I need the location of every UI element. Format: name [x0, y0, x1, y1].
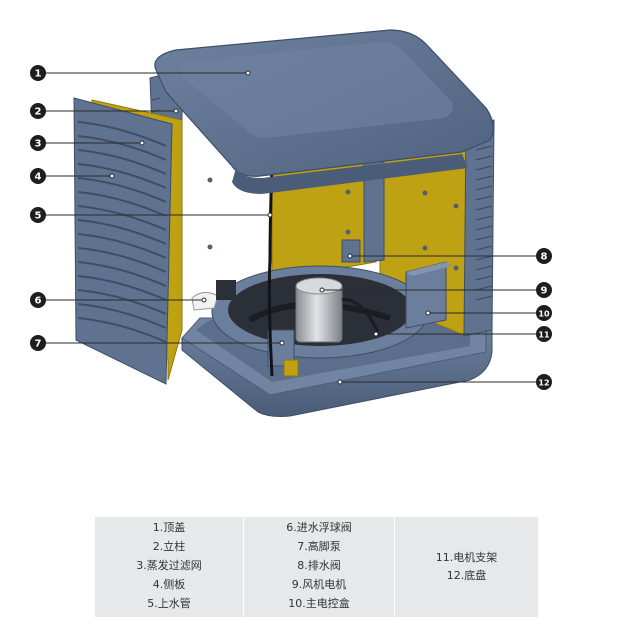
- legend-item: 2.立柱: [95, 537, 243, 556]
- callout-marker-7: 7: [30, 335, 46, 351]
- callout-number: 10: [538, 310, 550, 319]
- legend-item: 9.风机电机: [244, 575, 394, 594]
- callout-marker-9: 9: [536, 282, 552, 298]
- callout-marker-8: 8: [536, 248, 552, 264]
- control-box: [406, 262, 452, 328]
- callout-marker-5: 5: [30, 207, 46, 223]
- legend-item: 11.电机支架: [395, 549, 538, 567]
- legend-item: 4.侧板: [95, 575, 243, 594]
- legend-item: 8.排水阀: [244, 556, 394, 575]
- callout-number: 11: [538, 331, 550, 340]
- callout-number: 7: [35, 339, 42, 350]
- air-cooler-exploded-diagram: 1 2 3 4 5 6 7 8 9 10 11 12: [0, 0, 618, 470]
- parts-legend-table: 1.顶盖 2.立柱 3.蒸发过滤网 4.侧板 5.上水管 6.进水浮球阀 7.高…: [95, 517, 538, 617]
- callout-number: 12: [538, 379, 549, 388]
- legend-item: 7.高脚泵: [244, 537, 394, 556]
- callout-marker-11: 11: [536, 326, 552, 342]
- side-panel: [74, 98, 172, 384]
- legend-column-3: 11.电机支架 12.底盘: [394, 517, 538, 617]
- callout-number: 8: [541, 252, 548, 263]
- legend-item: 6.进水浮球阀: [244, 518, 394, 537]
- legend-column-2: 6.进水浮球阀 7.高脚泵 8.排水阀 9.风机电机 10.主电控盒: [243, 517, 394, 617]
- callout-number: 4: [35, 172, 42, 183]
- legend-item: 5.上水管: [95, 594, 243, 613]
- callout-marker-10: 10: [536, 305, 552, 321]
- callout-number: 2: [35, 107, 42, 118]
- callout-marker-4: 4: [30, 168, 46, 184]
- legend-column-1: 1.顶盖 2.立柱 3.蒸发过滤网 4.侧板 5.上水管: [95, 517, 243, 617]
- callout-number: 3: [35, 139, 42, 150]
- callout-marker-1: 1: [30, 65, 46, 81]
- legend-item: 3.蒸发过滤网: [95, 556, 243, 575]
- callout-number: 5: [35, 211, 42, 222]
- drain-valve: [342, 240, 360, 262]
- callout-number: 9: [541, 286, 548, 297]
- callout-marker-2: 2: [30, 103, 46, 119]
- legend-item: 1.顶盖: [95, 518, 243, 537]
- callout-marker-3: 3: [30, 135, 46, 151]
- callout-marker-6: 6: [30, 292, 46, 308]
- callout-marker-12: 12: [536, 374, 552, 390]
- callout-number: 6: [35, 296, 42, 307]
- legend-item: 12.底盘: [395, 567, 538, 585]
- legend-item: 10.主电控盒: [244, 594, 394, 613]
- callout-number: 1: [35, 69, 42, 80]
